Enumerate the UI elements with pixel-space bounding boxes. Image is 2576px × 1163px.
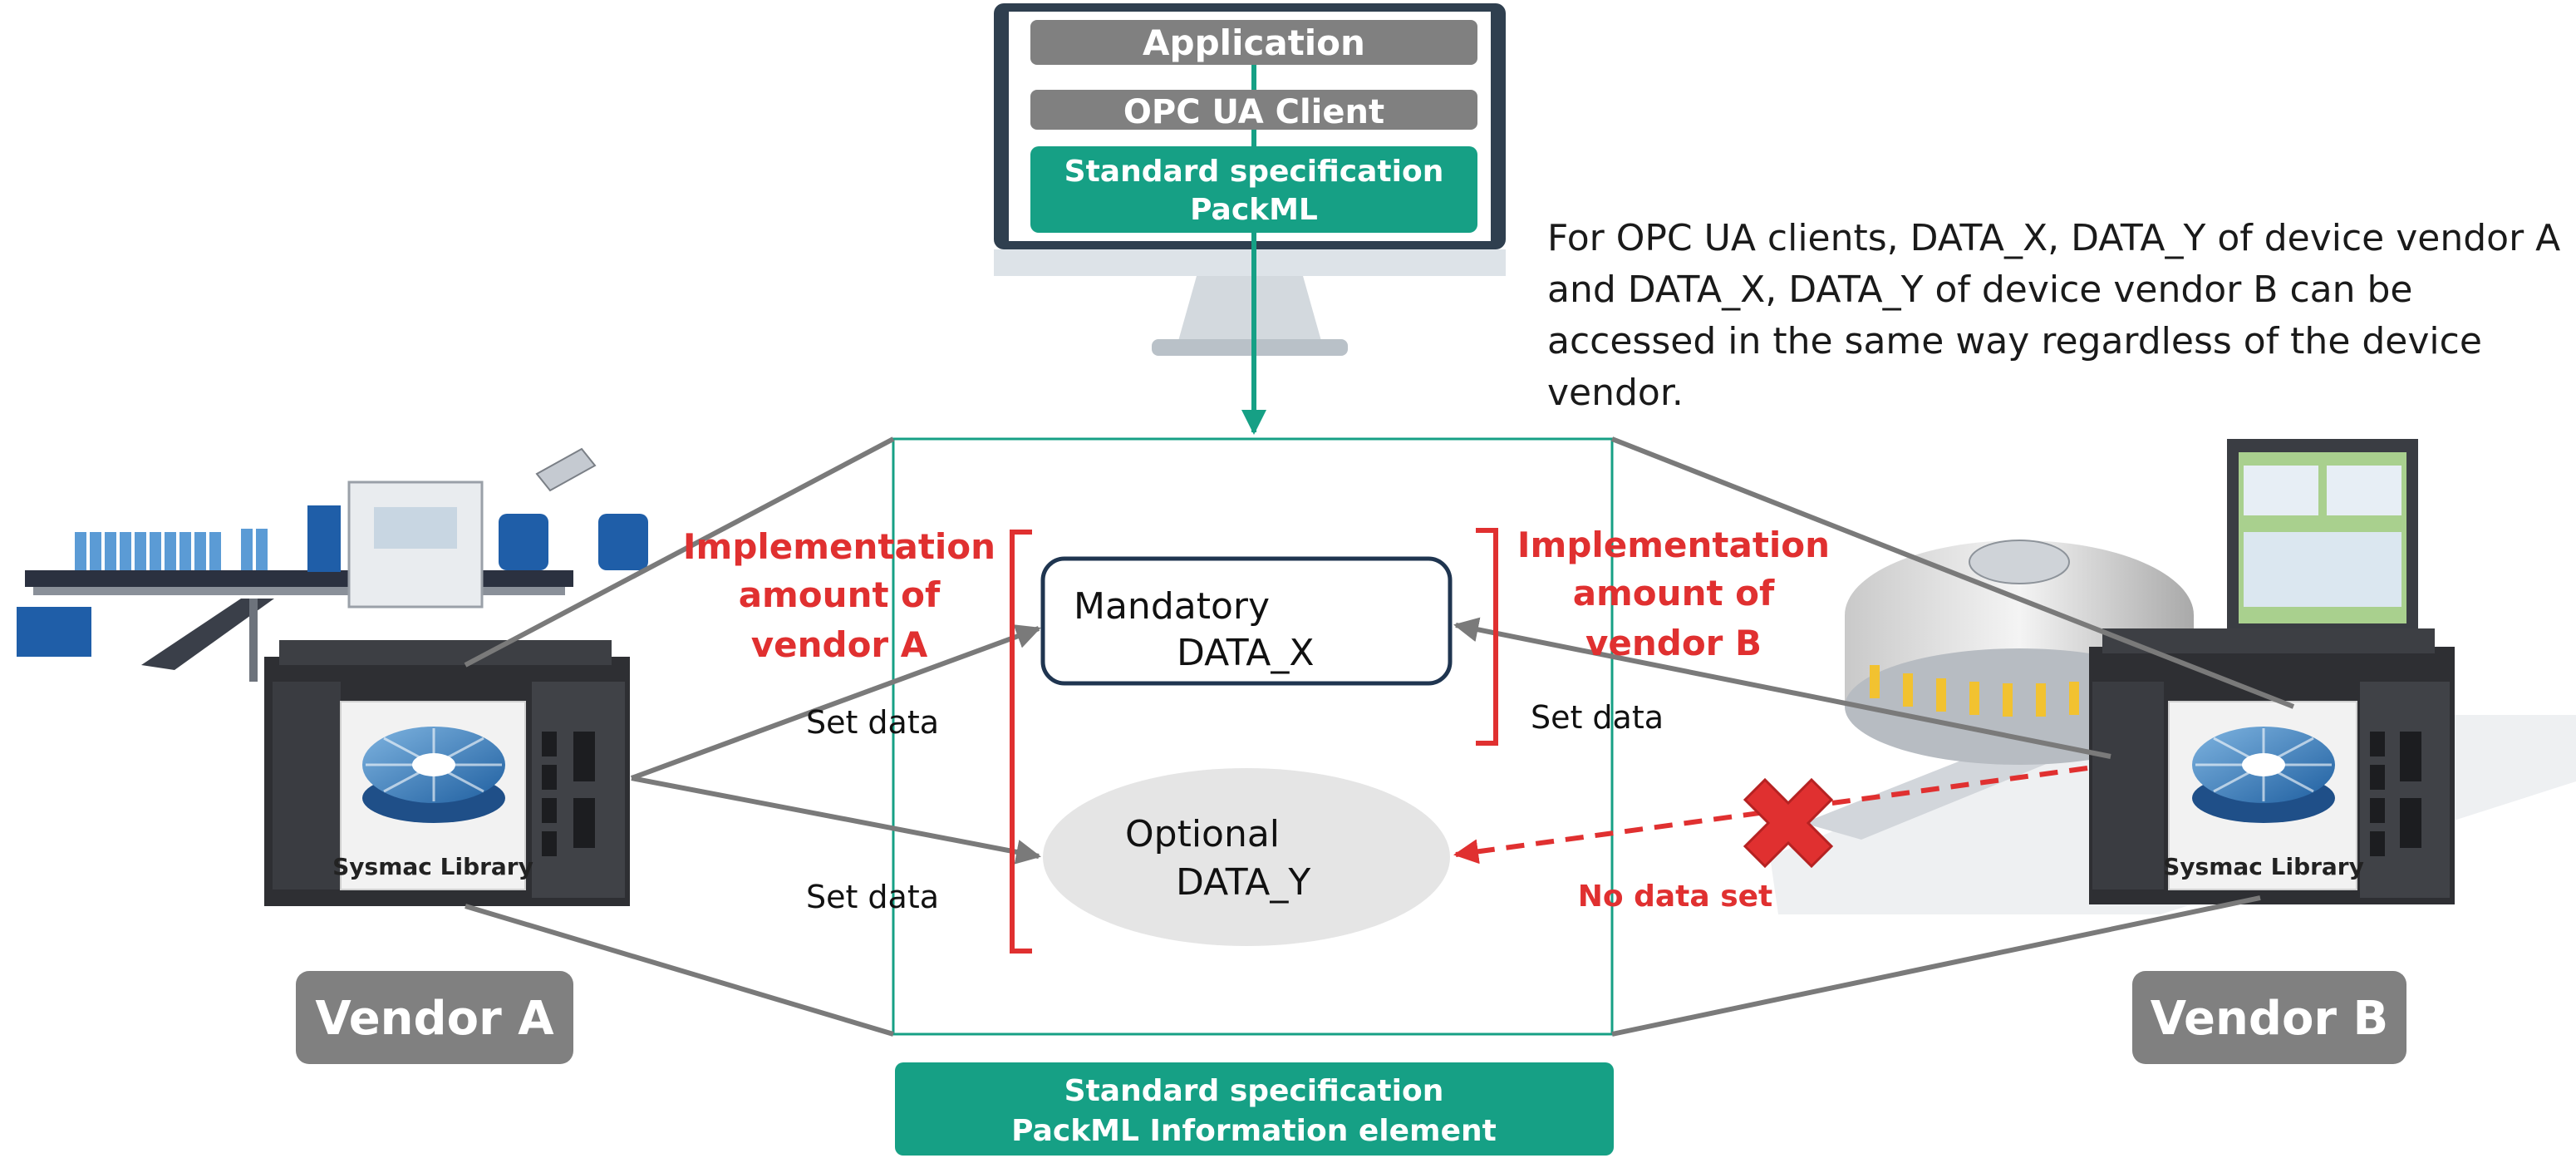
monitor-chin bbox=[994, 249, 1506, 276]
vendor-b-label: Vendor B bbox=[2151, 992, 2388, 1046]
opc-ua-client-label: OPC UA Client bbox=[1123, 93, 1384, 131]
optional-data-ellipse bbox=[1043, 768, 1450, 946]
vendor-a-set-data-label-2: Set data bbox=[806, 879, 939, 915]
vendor-b-set-data-label: Set data bbox=[1531, 699, 1664, 736]
monitor-base bbox=[1152, 339, 1348, 356]
vendor-a-implementation-bracket bbox=[1010, 530, 1032, 954]
vendor-b-set-mandatory-arrow bbox=[1453, 617, 2111, 759]
packml-spec-line1: Standard specification bbox=[1064, 155, 1444, 189]
packml-information-element-box bbox=[895, 1062, 1614, 1156]
vendor-a-packaging-line-image bbox=[17, 447, 648, 682]
packml-spec-line2: PackML bbox=[1190, 193, 1318, 227]
vendor-b-implementation-bracket bbox=[1476, 528, 1498, 746]
monitor-neck bbox=[1178, 276, 1321, 341]
optional-label: Optional bbox=[1125, 813, 1280, 855]
application-layer bbox=[1030, 20, 1477, 65]
vendor-a-upper-perspective-line bbox=[464, 436, 895, 668]
vendor-a-badge bbox=[296, 971, 573, 1064]
vendor-a-impl-line3: vendor A bbox=[751, 624, 928, 665]
mandatory-data-name: DATA_X bbox=[1177, 632, 1315, 674]
vendor-a-lower-perspective-line bbox=[465, 904, 894, 1037]
vendor-a-gear-icon bbox=[362, 727, 505, 823]
vendor-a-label: Vendor A bbox=[315, 992, 554, 1046]
mandatory-label: Mandatory bbox=[1074, 585, 1270, 628]
description-note: For OPC UA clients, DATA_X, DATA_Y of de… bbox=[1547, 217, 2561, 414]
application-label: Application bbox=[1143, 22, 1365, 63]
vendor-b-no-data-arrow bbox=[1453, 766, 2088, 865]
packml-spec-layer bbox=[1030, 146, 1477, 233]
vendor-b-gear-icon bbox=[2192, 727, 2335, 823]
vendor-b-upper-perspective-line bbox=[1610, 436, 2295, 709]
optional-data-name: DATA_Y bbox=[1176, 861, 1310, 904]
client-monitor: Application OPC UA Client Standard speci… bbox=[994, 3, 1506, 356]
no-data-set-label: No data set bbox=[1578, 880, 1773, 914]
bottom-spec-line1: Standard specification bbox=[1064, 1074, 1444, 1108]
vendor-b-badge bbox=[2132, 971, 2406, 1064]
vendor-a-set-mandatory-arrow bbox=[630, 624, 1041, 781]
vendor-a-impl-line1: Implementation bbox=[683, 526, 995, 567]
vendor-b-impl-line3: vendor B bbox=[1585, 623, 1762, 663]
vendor-a-set-data-label-1: Set data bbox=[806, 704, 939, 741]
vendor-b-lower-perspective-line bbox=[1611, 895, 2261, 1037]
mandatory-data-box bbox=[1040, 556, 1453, 686]
opc-ua-client-layer bbox=[1030, 90, 1477, 130]
vendor-a-set-optional-arrow bbox=[631, 776, 1041, 865]
vendor-b-impl-line2: amount of bbox=[1573, 573, 1775, 614]
cross-mark-icon bbox=[1743, 777, 1834, 869]
vendor-a-library-label: Sysmac Library bbox=[332, 853, 533, 880]
perspective-lines bbox=[464, 436, 2295, 1037]
vendor-b-library-label: Sysmac Library bbox=[2163, 853, 2364, 880]
vendor-b-impl-line1: Implementation bbox=[1517, 525, 1830, 565]
bottom-spec-line2: PackML Information element bbox=[1011, 1114, 1497, 1148]
vendor-a-impl-line2: amount of bbox=[739, 574, 941, 615]
packml-information-box bbox=[892, 437, 1614, 1036]
